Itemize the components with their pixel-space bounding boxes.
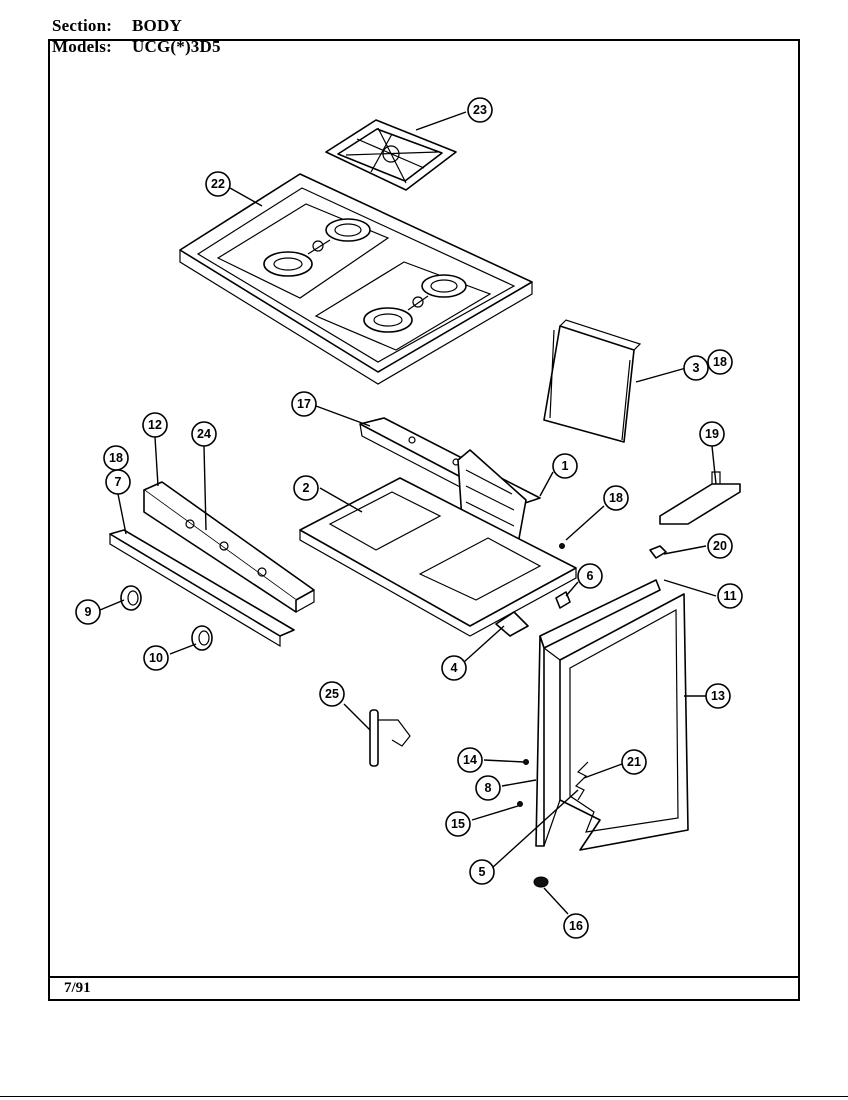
callout-24: 24 xyxy=(191,421,217,447)
svg-text:14: 14 xyxy=(463,753,477,767)
part-knob-9 xyxy=(120,585,142,611)
svg-text:21: 21 xyxy=(627,755,641,769)
section-label: Section: xyxy=(52,16,113,35)
part-screws xyxy=(517,543,565,807)
svg-text:7: 7 xyxy=(115,475,122,489)
callout-10: 10 xyxy=(143,645,169,671)
svg-text:17: 17 xyxy=(297,397,311,411)
diagram-frame xyxy=(48,39,800,1001)
svg-text:4: 4 xyxy=(451,661,458,675)
part-grate xyxy=(325,119,457,191)
callout-18-panel: 18 xyxy=(707,349,733,375)
part-lower-rail xyxy=(109,529,295,648)
callout-1: 1 xyxy=(552,453,578,479)
callout-22: 22 xyxy=(205,171,231,197)
callout-23: 23 xyxy=(467,97,493,123)
part-cooktop xyxy=(179,173,533,385)
svg-text:24: 24 xyxy=(197,427,211,441)
svg-text:1: 1 xyxy=(562,459,569,473)
callout-16: 16 xyxy=(563,913,589,939)
part-clip xyxy=(649,545,667,559)
part-hinge-bracket xyxy=(495,611,529,637)
svg-text:18: 18 xyxy=(609,491,623,505)
callout-2: 2 xyxy=(293,475,319,501)
callout-17: 17 xyxy=(291,391,317,417)
part-burner-box xyxy=(299,477,577,637)
callout-12: 12 xyxy=(142,412,168,438)
svg-text:22: 22 xyxy=(211,177,225,191)
callout-20: 20 xyxy=(707,533,733,559)
part-bracket-right xyxy=(659,471,741,525)
part-handle xyxy=(369,709,411,767)
callout-18-door: 18 xyxy=(603,485,629,511)
svg-text:2: 2 xyxy=(303,481,310,495)
svg-text:12: 12 xyxy=(148,418,162,432)
svg-text:6: 6 xyxy=(587,569,594,583)
callout-25: 25 xyxy=(319,681,345,707)
models-value: UCG(*)3D5 xyxy=(132,37,221,56)
callout-18-rail: 18 xyxy=(103,445,129,471)
svg-text:3: 3 xyxy=(693,361,700,375)
part-knob-10 xyxy=(191,625,213,651)
callout-13: 13 xyxy=(705,683,731,709)
leader-lines xyxy=(99,111,717,915)
models-label: Models: xyxy=(52,37,112,56)
svg-text:23: 23 xyxy=(473,103,487,117)
part-foot xyxy=(533,876,549,888)
callout-7: 7 xyxy=(105,469,131,495)
svg-text:16: 16 xyxy=(569,919,583,933)
part-control-panel xyxy=(143,481,315,613)
footer-divider xyxy=(48,976,800,978)
svg-text:5: 5 xyxy=(479,865,486,879)
svg-text:11: 11 xyxy=(723,589,736,603)
part-spring xyxy=(574,761,589,801)
callout-8: 8 xyxy=(475,775,501,801)
svg-text:9: 9 xyxy=(85,605,92,619)
footer-date: 7/91 xyxy=(64,980,91,996)
callout-11: 11 xyxy=(717,583,743,609)
svg-text:13: 13 xyxy=(711,689,725,703)
callout-9: 9 xyxy=(75,599,101,625)
callout-5: 5 xyxy=(469,859,495,885)
svg-text:20: 20 xyxy=(713,539,727,553)
page-bottom-rule xyxy=(0,1096,848,1097)
svg-text:10: 10 xyxy=(149,651,163,665)
callout-6: 6 xyxy=(577,563,603,589)
callout-15: 15 xyxy=(445,811,471,837)
callout-14: 14 xyxy=(457,747,483,773)
callout-3: 3 xyxy=(683,355,709,381)
svg-text:19: 19 xyxy=(705,427,719,441)
svg-text:25: 25 xyxy=(325,687,339,701)
svg-text:18: 18 xyxy=(109,451,123,465)
svg-text:18: 18 xyxy=(713,355,727,369)
part-oven-door xyxy=(535,579,689,851)
callout-4: 4 xyxy=(441,655,467,681)
svg-text:8: 8 xyxy=(485,781,492,795)
section-value: BODY xyxy=(132,16,182,35)
callout-19: 19 xyxy=(699,421,725,447)
part-back-panel xyxy=(543,319,642,443)
callout-21: 21 xyxy=(621,749,647,775)
svg-text:15: 15 xyxy=(451,817,465,831)
